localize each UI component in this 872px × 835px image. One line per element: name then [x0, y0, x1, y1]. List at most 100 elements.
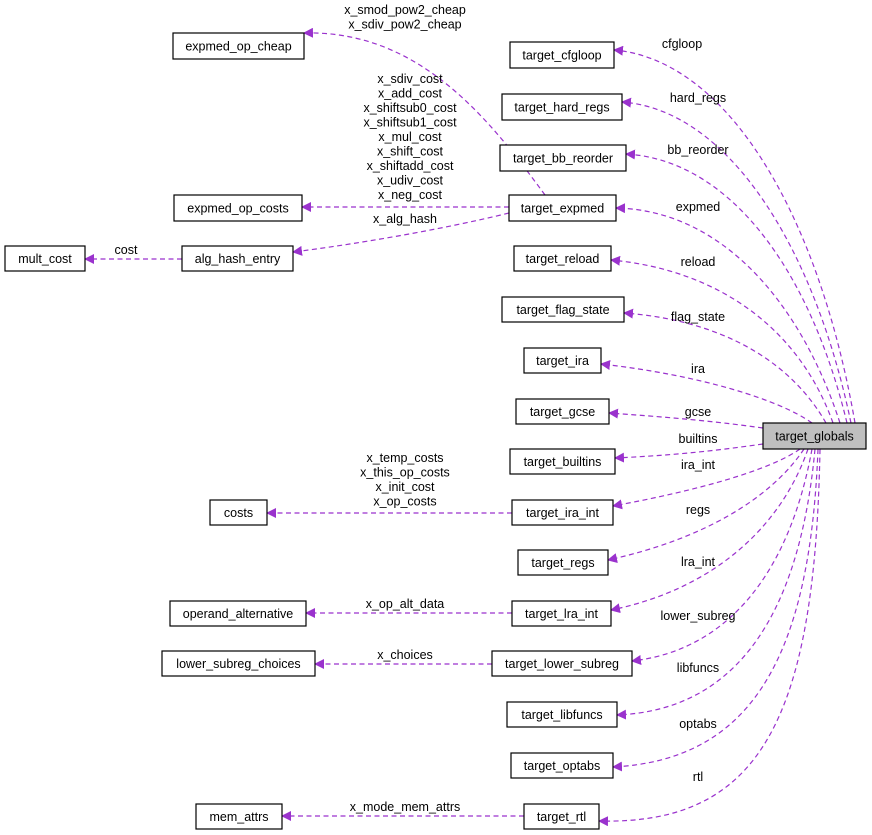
edge-line: [625, 149, 848, 424]
node-layer: target_globals target_cfgloop target_hard_…: [4, 32, 867, 830]
edge-target_globals-to-target_lra_int: lra_int: [610, 448, 809, 614]
edge-line: [615, 203, 841, 424]
node-expmed_op_cheap[interactable]: expmed_op_cheap: [172, 32, 305, 60]
edge-label: cfgloop: [662, 37, 702, 51]
node-box[interactable]: [517, 549, 609, 576]
node-label: lower_subreg_choices: [176, 657, 300, 671]
edge-line: [612, 448, 819, 772]
node-box[interactable]: [499, 144, 627, 172]
node-target_gcse[interactable]: target_gcse: [515, 398, 610, 425]
node-box[interactable]: [195, 803, 283, 830]
edge-label: x_alg_hash: [373, 212, 437, 226]
edge-label: lra_int: [681, 555, 716, 569]
node-label: target_hard_regs: [514, 101, 609, 115]
edge-line: [607, 448, 805, 563]
node-target_hard_regs[interactable]: target_hard_regs: [501, 93, 623, 121]
node-box[interactable]: [209, 499, 268, 526]
node-target_expmed[interactable]: target_expmed: [508, 194, 617, 222]
node-box[interactable]: [501, 296, 625, 323]
node-box[interactable]: [762, 422, 867, 450]
edge-label: x_init_cost: [375, 480, 435, 494]
node-costs[interactable]: costs: [209, 499, 268, 526]
node-box[interactable]: [169, 600, 307, 627]
edge-target_globals-to-target_regs: regs: [607, 448, 805, 563]
edge-target_globals-to-target_bb_reorder: bb_reorder: [625, 143, 848, 424]
edge-line: [631, 448, 813, 665]
node-label: expmed_op_costs: [187, 202, 288, 216]
node-box[interactable]: [161, 650, 316, 677]
edge-label: ira_int: [681, 458, 716, 472]
node-box[interactable]: [523, 803, 600, 830]
node-target_builtins[interactable]: target_builtins: [509, 448, 616, 475]
edge-label: x_this_op_costs: [360, 466, 450, 480]
node-label: target_lower_subreg: [505, 657, 619, 671]
node-target_ira_int[interactable]: target_ira_int: [511, 499, 614, 526]
edge-label: optabs: [679, 717, 717, 731]
edge-label: expmed: [676, 200, 721, 214]
node-target_reload[interactable]: target_reload: [513, 245, 612, 272]
node-label: costs: [224, 506, 253, 520]
node-box[interactable]: [491, 650, 633, 677]
node-lower_subreg_choices[interactable]: lower_subreg_choices: [161, 650, 316, 677]
node-mult_cost[interactable]: mult_cost: [4, 245, 86, 272]
edge-label: x_add_cost: [378, 87, 442, 101]
node-box[interactable]: [509, 448, 616, 475]
edge-line: [621, 97, 852, 424]
node-label: target_ira: [536, 354, 589, 368]
edge-label: x_temp_costs: [366, 451, 443, 465]
node-label: target_reload: [526, 252, 600, 266]
node-mem_attrs[interactable]: mem_attrs: [195, 803, 283, 830]
node-operand_alternative[interactable]: operand_alternative: [169, 600, 307, 627]
node-alg_hash_entry[interactable]: alg_hash_entry: [181, 245, 294, 272]
node-box[interactable]: [506, 701, 618, 728]
node-box[interactable]: [509, 41, 615, 69]
edge-target_globals-to-target_reload: reload: [610, 255, 834, 424]
node-target_lower_subreg[interactable]: target_lower_subreg: [491, 650, 633, 677]
node-expmed_op_costs[interactable]: expmed_op_costs: [173, 194, 303, 222]
node-target_rtl[interactable]: target_rtl: [523, 803, 600, 830]
edge-label: x_shift_cost: [377, 145, 444, 159]
edge-target_ira_int-to-costs: x_temp_costsx_this_op_costsx_init_costx_…: [266, 451, 512, 518]
node-target_libfuncs[interactable]: target_libfuncs: [506, 701, 618, 728]
node-target_cfgloop[interactable]: target_cfgloop: [509, 41, 615, 69]
node-box[interactable]: [523, 347, 602, 374]
node-box[interactable]: [508, 194, 617, 222]
node-box[interactable]: [511, 600, 612, 627]
edge-label: gcse: [685, 405, 711, 419]
node-box[interactable]: [173, 194, 303, 222]
node-box[interactable]: [181, 245, 294, 272]
edge-label: x_op_alt_data: [366, 597, 445, 611]
edge-line: [614, 443, 764, 463]
edge-label: flag_state: [671, 310, 725, 324]
node-box[interactable]: [510, 752, 614, 779]
edge-target_expmed-to-alg_hash_entry: x_alg_hash: [292, 212, 510, 256]
node-target_ira[interactable]: target_ira: [523, 347, 602, 374]
node-target_optabs[interactable]: target_optabs: [510, 752, 614, 779]
edge-line: [616, 448, 816, 720]
node-box[interactable]: [515, 398, 610, 425]
node-box[interactable]: [513, 245, 612, 272]
node-label: target_globals: [775, 430, 854, 444]
node-box[interactable]: [172, 32, 305, 60]
edge-target_lower_subreg-to-lower_subreg_choices: x_choices: [314, 648, 492, 669]
node-box[interactable]: [501, 93, 623, 121]
node-target_bb_reorder[interactable]: target_bb_reorder: [499, 144, 627, 172]
edge-target_expmed-to-expmed_op_costs: x_sdiv_costx_add_costx_shiftsub0_costx_s…: [301, 72, 509, 212]
node-label: target_flag_state: [516, 303, 609, 317]
node-box[interactable]: [511, 499, 614, 526]
edge-target_globals-to-target_hard_regs: hard_regs: [621, 91, 852, 424]
edge-label: x_smod_pow2_cheap: [344, 3, 466, 17]
edge-label: libfuncs: [677, 661, 719, 675]
node-target_regs[interactable]: target_regs: [517, 549, 609, 576]
edge-label: reload: [681, 255, 716, 269]
node-target_flag_state[interactable]: target_flag_state: [501, 296, 625, 323]
node-box[interactable]: [4, 245, 86, 272]
edge-label: x_mode_mem_attrs: [350, 800, 460, 814]
edge-alg_hash_entry-to-mult_cost: cost: [84, 243, 182, 264]
edge-target_globals-to-target_lower_subreg: lower_subreg: [631, 448, 813, 665]
node-target_globals[interactable]: target_globals: [762, 422, 867, 450]
edge-line: [600, 360, 813, 424]
node-target_lra_int[interactable]: target_lra_int: [511, 600, 612, 627]
